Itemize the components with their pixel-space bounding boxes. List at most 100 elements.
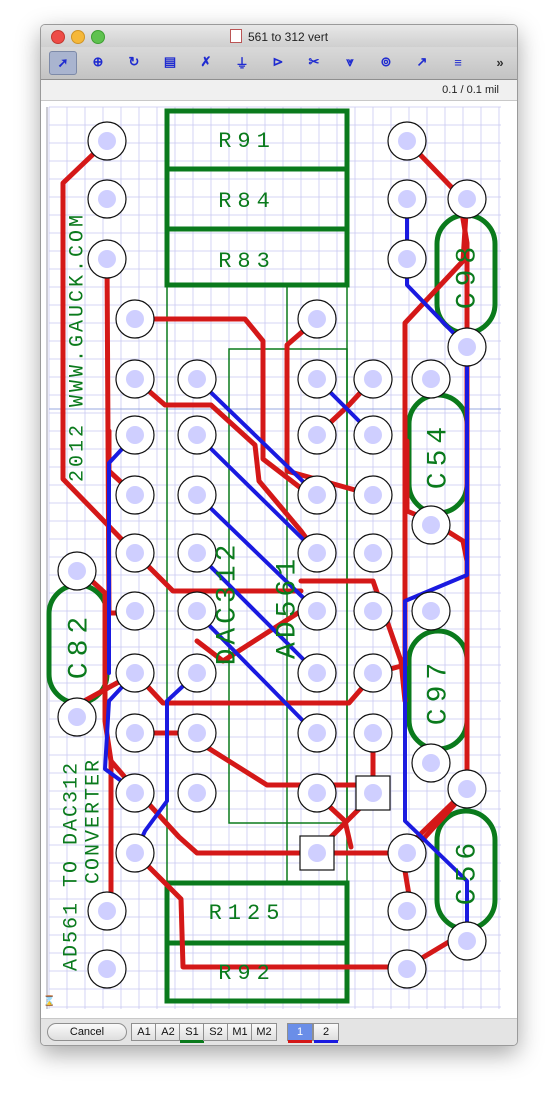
capacitor-label-c54: C54 bbox=[423, 421, 454, 489]
pad-center bbox=[364, 602, 382, 620]
layer-s1-label: S1 bbox=[185, 1026, 199, 1038]
trace-top-copper bbox=[404, 138, 470, 788]
pad-center bbox=[126, 602, 144, 620]
pad-center bbox=[188, 544, 206, 562]
bottom-bar: Cancel A1 A2 S1 S2 M1 M2 1 2 bbox=[41, 1019, 517, 1045]
trace-bottom-copper bbox=[195, 433, 319, 555]
layer-s2-button[interactable]: S2 bbox=[203, 1023, 229, 1041]
window-title-text: 561 to 312 vert bbox=[247, 30, 329, 44]
cut-icon[interactable]: ✂ bbox=[308, 54, 320, 69]
pad-center bbox=[98, 190, 116, 208]
flip-icon[interactable]: ⊳ bbox=[272, 54, 284, 69]
layer-2-color bbox=[314, 1040, 338, 1043]
pad-center bbox=[188, 486, 206, 504]
zoom-button[interactable] bbox=[91, 30, 105, 44]
pad-center bbox=[364, 544, 382, 562]
pad-icon[interactable]: ⊚ bbox=[380, 54, 392, 69]
pad-center bbox=[188, 370, 206, 388]
pad-center bbox=[308, 370, 326, 388]
layer-s1-button[interactable]: S1 bbox=[179, 1023, 205, 1043]
layer-m1-button[interactable]: M1 bbox=[227, 1023, 253, 1041]
pad-center bbox=[422, 516, 440, 534]
drop-icon[interactable]: ⩔ bbox=[346, 54, 354, 69]
layer-1-button[interactable]: 1 bbox=[287, 1023, 313, 1043]
capacitor-label-c98: C98 bbox=[452, 241, 483, 309]
pad-center bbox=[308, 844, 326, 862]
trace-bottom-copper bbox=[195, 377, 319, 497]
pad-center bbox=[364, 724, 382, 742]
layer-s1-color bbox=[180, 1040, 204, 1043]
pad-center bbox=[398, 250, 416, 268]
overflow-icon[interactable]: » bbox=[496, 54, 504, 70]
pad-center bbox=[98, 132, 116, 150]
pad-center bbox=[422, 754, 440, 772]
layer-1-color bbox=[288, 1040, 312, 1043]
square-pad bbox=[299, 835, 335, 871]
pad-center bbox=[422, 370, 440, 388]
trace-top-copper bbox=[132, 850, 410, 970]
converter-text-line1: AD561 TO DAC312 bbox=[60, 761, 83, 971]
pad-center bbox=[126, 486, 144, 504]
pad-center bbox=[364, 664, 382, 682]
trace-top-copper bbox=[194, 608, 304, 664]
resistor-label-r84: R84 bbox=[218, 189, 276, 214]
route-icon[interactable]: ✗ bbox=[200, 54, 212, 69]
pad-center bbox=[364, 784, 382, 802]
toolbar: ➚ ⊕ ↻ ▤ ✗ ⏚ ⊳ ✂ ⩔ ⊚ ↗ ≡ » bbox=[41, 47, 517, 80]
pad-center bbox=[398, 902, 416, 920]
rotate-icon[interactable]: ↻ bbox=[128, 54, 140, 69]
pointer-icon[interactable]: ➚ bbox=[49, 51, 77, 75]
pad-center bbox=[126, 544, 144, 562]
resistor-label-r83: R83 bbox=[218, 249, 276, 274]
cancel-button[interactable]: Cancel bbox=[47, 1023, 127, 1041]
pad-center bbox=[126, 310, 144, 328]
credit-text: 2012 WWW.GAUCK.COM bbox=[66, 212, 89, 482]
layer-m2-button[interactable]: M2 bbox=[251, 1023, 277, 1041]
pad-center bbox=[188, 724, 206, 742]
trace-bottom-copper bbox=[195, 551, 319, 675]
pad-center bbox=[398, 190, 416, 208]
pad-center bbox=[126, 664, 144, 682]
pad-center bbox=[126, 426, 144, 444]
pad-center bbox=[458, 190, 476, 208]
ic-label-dac312: DAC312 bbox=[212, 541, 243, 666]
pad-center bbox=[308, 664, 326, 682]
minimize-button[interactable] bbox=[71, 30, 85, 44]
pad-center bbox=[364, 486, 382, 504]
resistor-label-r92: R92 bbox=[218, 961, 276, 986]
pad-center bbox=[188, 784, 206, 802]
layer-a2-button[interactable]: A2 bbox=[155, 1023, 181, 1041]
pad-center bbox=[398, 132, 416, 150]
trace-top-copper bbox=[78, 568, 114, 914]
part-icon[interactable]: ⏚ bbox=[235, 55, 249, 71]
pad-center bbox=[458, 338, 476, 356]
layer-2-button[interactable]: 2 bbox=[313, 1023, 339, 1043]
pad-center bbox=[188, 426, 206, 444]
pad-center bbox=[364, 370, 382, 388]
pad-center bbox=[308, 784, 326, 802]
wire-icon[interactable]: ↗ bbox=[416, 54, 428, 69]
pad-center bbox=[98, 960, 116, 978]
menu-icon[interactable]: ≡ bbox=[454, 54, 462, 70]
text-icon[interactable]: ▤ bbox=[163, 54, 177, 69]
close-button[interactable] bbox=[51, 30, 65, 44]
pad-center bbox=[308, 486, 326, 504]
pad-center bbox=[188, 602, 206, 620]
window-title: 561 to 312 vert bbox=[41, 29, 517, 44]
trace-bottom-copper bbox=[405, 197, 469, 349]
capacitor-label-c82: C82 bbox=[64, 611, 95, 679]
zoom-icon[interactable]: ⊕ bbox=[92, 54, 104, 69]
pad-center bbox=[98, 902, 116, 920]
resistor-label-r125: R125 bbox=[209, 901, 286, 926]
pad-center bbox=[308, 724, 326, 742]
pad-center bbox=[422, 602, 440, 620]
pad-center bbox=[364, 426, 382, 444]
pad-center bbox=[458, 780, 476, 798]
trace-top-copper bbox=[132, 316, 318, 502]
pad-center bbox=[98, 250, 116, 268]
trace-bottom-copper bbox=[195, 493, 319, 613]
layer-a1-button[interactable]: A1 bbox=[131, 1023, 157, 1041]
resistor-label-r91: R91 bbox=[218, 129, 276, 154]
